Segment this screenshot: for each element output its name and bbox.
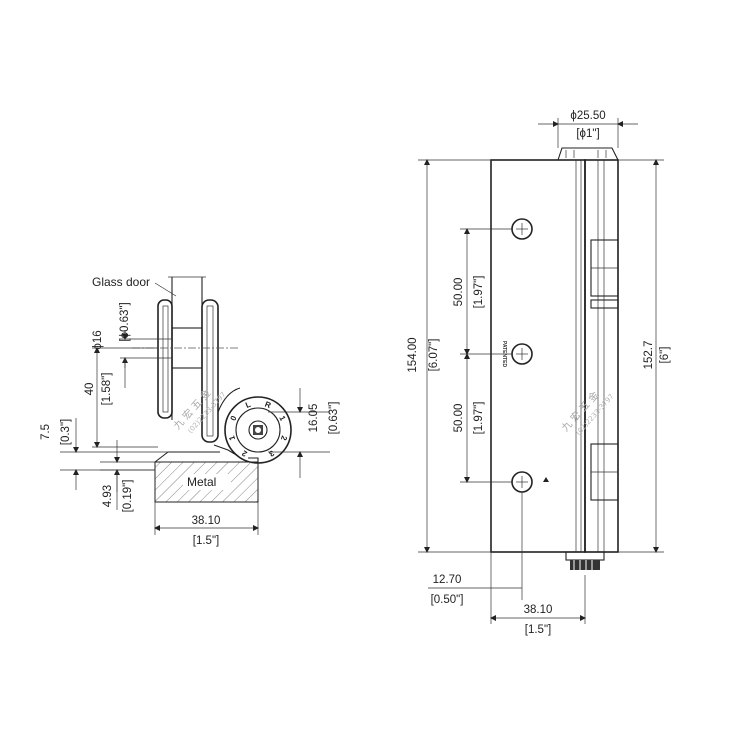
dial-mark: 2 [240,448,249,458]
dim-4-93-mm: 4.93 [102,485,114,507]
metal-base [154,451,259,503]
top-cap [557,147,619,161]
dim-phi25-50-in: [ϕ1"] [576,128,599,140]
dim-50-upper-in: [1.97"] [473,276,485,309]
dim-40 [92,347,158,448]
dim-16-05-mm: 16.05 [308,404,320,433]
dim-phi25-50 [538,118,638,148]
glass-door-label: Glass door [92,275,150,289]
dim-12-70 [428,492,523,600]
direction-arrow-icon [543,477,549,482]
dial-mark: 1 [227,434,237,441]
dim-154-in: [6.07"] [428,339,440,372]
screw-hole-middle [511,343,533,365]
dim-4-93-in: [0.19"] [122,480,134,513]
dim-phi16 [120,330,172,388]
dial-mark: R [263,400,272,411]
dim-38-10-side-in: [1.5"] [193,535,219,547]
dim-4-93 [100,440,155,510]
watermark-right: 九 宏 五 金 (02)2233-3797 [559,388,616,436]
dim-50-lower-in: [1.97"] [473,402,485,435]
metal-label: Metal [187,475,216,489]
dim-38-10-front [490,575,586,624]
dim-40-in: [1.58"] [101,373,113,406]
dim-152-7 [618,159,664,553]
dim-phi16-in: [ϕ0.63"] [119,302,131,341]
front-view: PATENTED ϕ25.50 [ϕ1"] 154.00 [6.07"] 152… [407,110,671,636]
dim-38-10-side-mm: 38.10 [192,515,221,527]
dial-mark: L [244,400,252,410]
glass-door-leader [154,282,177,297]
dim-40-mm: 40 [84,383,96,396]
dim-38-10-front-in: [1.5"] [525,624,551,636]
dim-12-70-mm: 12.70 [433,574,462,586]
dial-mark: 2 [279,435,289,442]
dim-50-hole-spacing [460,228,512,483]
dim-50-lower-mm: 50.00 [453,404,465,433]
dim-154-mm: 154.00 [407,337,419,372]
dim-16-05 [268,388,330,478]
dim-7-5-mm: 7.5 [40,424,52,440]
dim-50-upper-mm: 50.00 [453,278,465,307]
screw-hole-top [511,218,533,240]
dial-mark: 0 [229,414,239,422]
dim-phi25-50-mm: ϕ25.50 [570,110,605,122]
dim-152-7-in: [6"] [659,347,671,364]
dial-mark: 3 [267,448,276,458]
dim-16-05-in: [0.63"] [328,402,340,435]
dim-12-70-in: [0.50"] [431,594,464,606]
dim-152-7-mm: 152.7 [643,341,655,370]
hinge-barrel [584,159,619,553]
screw-hole-bottom [511,471,533,493]
dim-phi16-mm: ϕ16 [92,330,104,349]
dim-7-5 [60,418,168,490]
bottom-screw [565,551,605,570]
dim-154 [418,159,491,553]
dim-38-10-side [154,502,259,535]
dial-mark: 1 [277,414,287,422]
dim-7-5-in: [0.3"] [60,419,72,445]
dim-38-10-front-mm: 38.10 [524,604,553,616]
